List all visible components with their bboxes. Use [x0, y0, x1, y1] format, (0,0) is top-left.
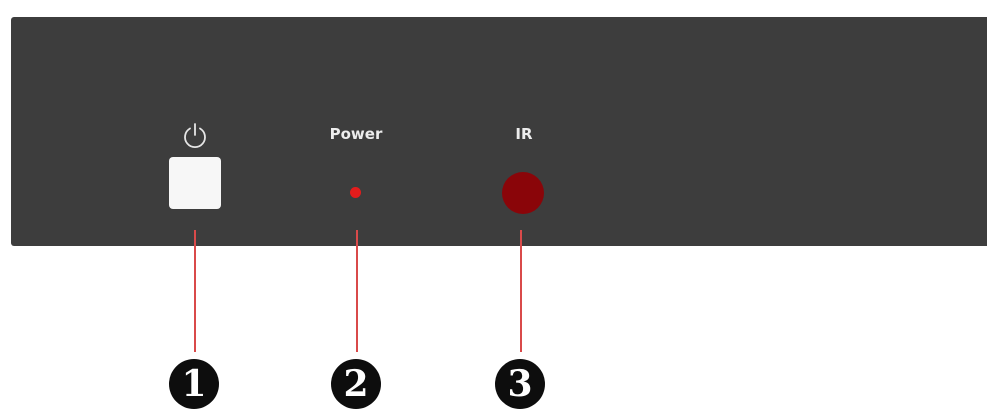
callout-line-2	[356, 230, 358, 352]
callout-number-1: 1	[169, 359, 219, 409]
callout-number-3: 3	[495, 359, 545, 409]
callout-line-1	[194, 230, 196, 352]
callout-number-2: 2	[331, 359, 381, 409]
ir-label: IR	[515, 125, 533, 143]
power-button[interactable]	[169, 157, 221, 209]
ir-sensor	[502, 172, 544, 214]
callout-line-3	[520, 230, 522, 352]
power-symbol-icon	[184, 123, 206, 149]
power-label: Power	[329, 125, 383, 143]
power-led	[350, 187, 361, 198]
